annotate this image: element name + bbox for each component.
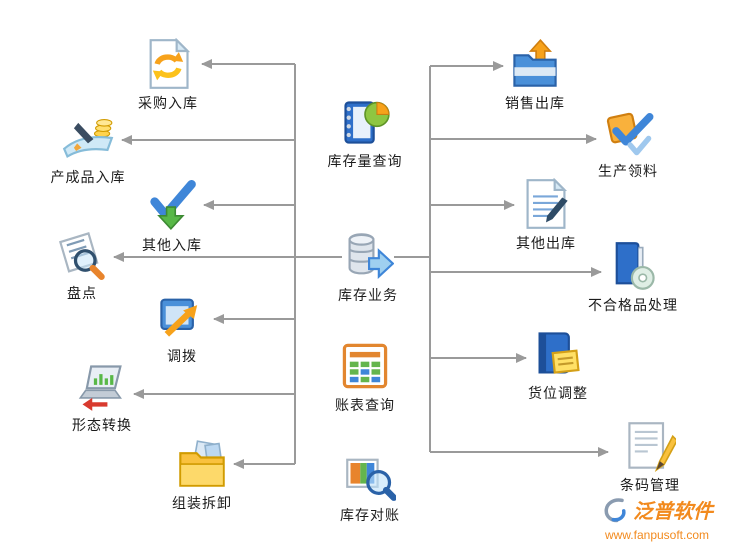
- node-assembly-disassembly: 组装拆卸: [147, 438, 257, 513]
- node-label: 库存对账: [340, 507, 400, 523]
- node-account-report-query: 账表查询: [310, 340, 420, 415]
- node-inventory-qty-query: 库存量查询: [310, 96, 420, 171]
- brand-url: www.fanpusoft.com: [604, 528, 710, 543]
- fanpu-watermark: 泛普软件 www.fanpusoft.com: [601, 496, 713, 543]
- node-label: 组装拆卸: [172, 495, 232, 511]
- node-label: 形态转换: [72, 417, 132, 433]
- node-label: 不合格品处理: [588, 297, 678, 313]
- node-label: 库存业务: [338, 287, 398, 303]
- laptop-chart-icon: [76, 360, 128, 412]
- fanpu-logo-icon: [601, 496, 629, 529]
- node-finished-goods-inbound: 产成品入库: [33, 112, 143, 187]
- node-label: 库存量查询: [327, 153, 403, 169]
- binder-note-icon: [532, 328, 584, 380]
- node-inventory-business: 库存业务: [313, 230, 423, 305]
- material-check-icon: [602, 106, 654, 158]
- node-location-adjustment: 货位调整: [503, 328, 613, 403]
- node-other-inbound: 其他入库: [117, 180, 227, 255]
- node-stocktake: 盘点: [27, 228, 137, 303]
- check-arrow-icon: [146, 180, 198, 232]
- node-barcode-management: 条码管理: [595, 420, 705, 495]
- spreadsheet-grid-icon: [339, 340, 391, 392]
- node-production-picking: 生产领料: [573, 106, 683, 181]
- picture-magnifier-icon: [344, 450, 396, 502]
- node-form-conversion: 形态转换: [47, 360, 157, 435]
- document-pen-icon: [520, 178, 572, 230]
- node-label: 产成品入库: [50, 169, 126, 185]
- node-nonconforming-handling: 不合格品处理: [578, 240, 688, 315]
- node-inventory-reconciliation: 库存对账: [315, 450, 425, 525]
- node-label: 销售出库: [505, 95, 565, 111]
- node-label: 其他入库: [142, 237, 202, 253]
- pen-paper-coins-icon: [62, 112, 114, 164]
- folder-parts-icon: [176, 438, 228, 490]
- node-label: 采购入库: [138, 95, 198, 111]
- node-label: 调拨: [167, 348, 197, 364]
- database-arrow-icon: [342, 230, 394, 282]
- node-label: 盘点: [67, 285, 97, 301]
- document-sync-icon: [142, 38, 194, 90]
- node-transfer: 调拨: [127, 291, 237, 366]
- document-pencil-icon: [624, 420, 676, 472]
- node-purchase-inbound: 采购入库: [113, 38, 223, 113]
- node-label: 账表查询: [335, 397, 395, 413]
- node-sales-outbound: 销售出库: [480, 38, 590, 113]
- node-other-outbound: 其他出库: [491, 178, 601, 253]
- node-label: 货位调整: [528, 385, 588, 401]
- window-arrow-icon: [156, 291, 208, 343]
- folder-up-arrow-icon: [509, 38, 561, 90]
- book-cd-icon: [607, 240, 659, 292]
- node-label: 其他出库: [516, 235, 576, 251]
- notebook-pie-icon: [339, 96, 391, 148]
- list-magnifier-icon: [56, 228, 108, 280]
- node-label: 条码管理: [620, 477, 680, 493]
- brand-name: 泛普软件: [633, 501, 713, 523]
- node-label: 生产领料: [598, 163, 658, 179]
